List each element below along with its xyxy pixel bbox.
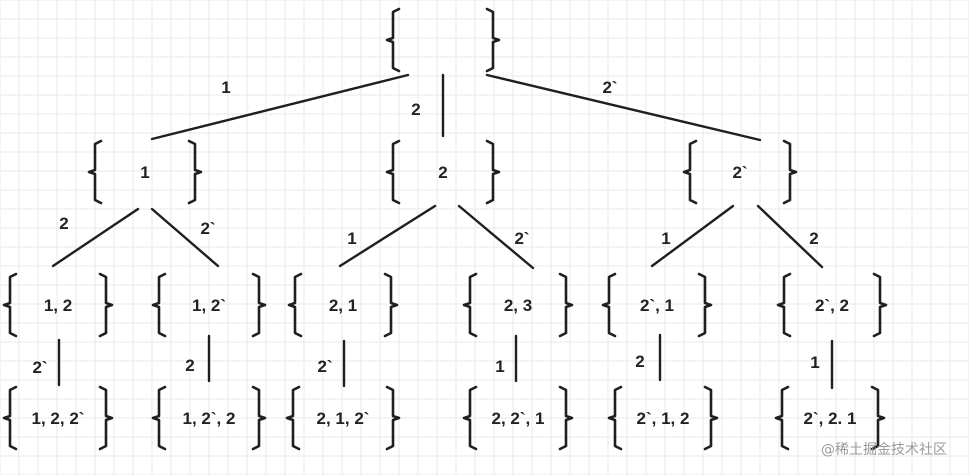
edge-label: 2` xyxy=(602,78,617,97)
watermark-text: @稀土掘金技术社区 xyxy=(821,442,947,458)
tree-node-n12: 1, 2` xyxy=(151,272,267,338)
right-brace xyxy=(98,385,114,451)
right-brace xyxy=(98,272,114,338)
right-brace xyxy=(485,7,501,73)
right-brace xyxy=(383,272,399,338)
left-brace xyxy=(774,385,790,451)
left-brace xyxy=(682,139,698,205)
node-label: 1 xyxy=(140,163,149,182)
edge-label: 1 xyxy=(810,353,819,372)
tree-node-n32: 2`, 2 xyxy=(776,272,888,338)
tree-node-n111: 1, 2, 2` xyxy=(2,385,114,451)
tree-node-n211: 2, 1, 2` xyxy=(285,385,401,451)
left-brace xyxy=(2,385,18,451)
right-brace xyxy=(558,385,574,451)
left-brace xyxy=(385,7,401,73)
right-brace xyxy=(872,272,888,338)
tree-node-n1: 1 xyxy=(87,139,203,205)
left-brace xyxy=(607,385,623,451)
right-brace xyxy=(697,272,713,338)
edge-root-to-n3 xyxy=(485,73,762,142)
edges-layer xyxy=(51,73,834,390)
right-brace xyxy=(558,272,574,338)
node-label: 2, 3 xyxy=(504,296,532,315)
right-brace xyxy=(485,139,501,205)
right-brace xyxy=(703,385,719,451)
tree-node-n321: 2`, 2. 1 xyxy=(774,385,886,451)
left-brace xyxy=(462,272,478,338)
tree-node-n221: 2, 2`, 1 xyxy=(462,385,574,451)
tree-node-n121: 1, 2`, 2 xyxy=(151,385,267,451)
node-label: 2`, 1, 2 xyxy=(637,409,690,428)
left-brace xyxy=(287,272,303,338)
edge-label: 2` xyxy=(514,229,529,248)
edge-label: 2` xyxy=(32,358,47,377)
right-brace xyxy=(251,385,267,451)
edge-label: 2 xyxy=(411,100,420,119)
tree-node-root xyxy=(385,7,501,73)
edge-root-to-n1 xyxy=(150,73,410,141)
edge-label: 1 xyxy=(347,229,356,248)
edge-label: 2 xyxy=(809,229,818,248)
edge-n3-to-n31 xyxy=(650,204,735,268)
node-label: 2, 1, 2` xyxy=(317,409,370,428)
right-brace xyxy=(870,385,886,451)
edge-label: 2` xyxy=(200,219,215,238)
tree-node-n21: 2, 1 xyxy=(287,272,399,338)
tree-node-n31: 2`, 1 xyxy=(601,272,713,338)
edge-label: 1 xyxy=(661,229,670,248)
tree-node-n311: 2`, 1, 2 xyxy=(607,385,719,451)
node-label: 2`, 2. 1 xyxy=(804,409,857,428)
right-brace xyxy=(187,139,203,205)
node-label: 1, 2, 2` xyxy=(32,409,85,428)
edge-label: 2 xyxy=(635,352,644,371)
node-label: 1, 2` xyxy=(192,296,226,315)
edge-labels-layer: 1 2 2` 2 2` 1 2` 1 2 2` 2 2` 1 2 1 xyxy=(32,78,819,377)
node-label: 1, 2`, 2 xyxy=(183,409,236,428)
edge-n3-to-n32 xyxy=(756,204,824,269)
edge-label: 1 xyxy=(495,357,504,376)
edge-n2-to-n22 xyxy=(457,204,535,270)
edge-n1-to-n11 xyxy=(51,207,140,268)
edge-label: 1 xyxy=(221,78,230,97)
left-brace xyxy=(601,272,617,338)
tree-node-n3: 2` xyxy=(682,139,798,205)
left-brace xyxy=(87,139,103,205)
node-label: 2 xyxy=(438,163,447,182)
node-label: 2`, 1 xyxy=(640,296,674,315)
node-label: 1, 2 xyxy=(44,296,72,315)
edge-label: 2 xyxy=(185,356,194,375)
right-brace xyxy=(251,272,267,338)
edge-label: 2 xyxy=(59,214,68,233)
left-brace xyxy=(2,272,18,338)
left-brace xyxy=(462,385,478,451)
left-brace xyxy=(776,272,792,338)
left-brace xyxy=(151,272,167,338)
edge-n1-to-n12 xyxy=(150,207,220,268)
left-brace xyxy=(285,385,301,451)
left-brace xyxy=(151,385,167,451)
right-brace xyxy=(385,385,401,451)
node-label: 2, 1 xyxy=(329,296,357,315)
node-label: 2`, 2 xyxy=(815,296,849,315)
tree-node-n11: 1, 2 xyxy=(2,272,114,338)
edge-label: 2` xyxy=(317,357,332,376)
left-brace xyxy=(385,139,401,205)
tree-node-n2: 2 xyxy=(385,139,501,205)
right-brace xyxy=(782,139,798,205)
node-label: 2` xyxy=(732,163,747,182)
edge-n2-to-n21 xyxy=(338,204,437,268)
node-label: 2, 2`, 1 xyxy=(492,409,545,428)
nodes-layer: 1 2 2` 1, 2 1, 2` 2, 1 2, 3 2`, 1 2`, 2 1, 2, 2` 1… xyxy=(2,7,888,451)
tree-node-n22: 2, 3 xyxy=(462,272,574,338)
